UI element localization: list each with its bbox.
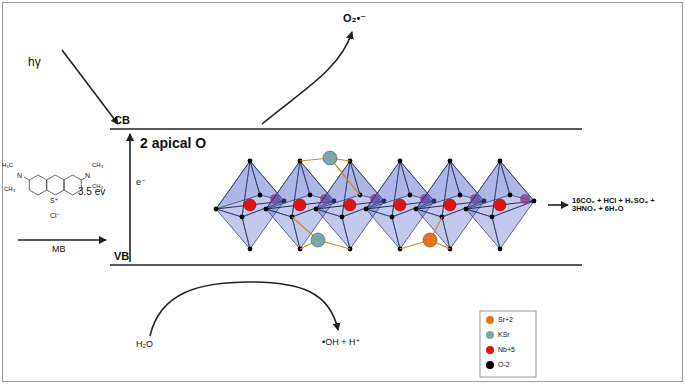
oxygen-atom xyxy=(258,193,263,198)
electron-label: e⁻ xyxy=(136,178,146,188)
water-label: H₂O xyxy=(136,340,153,350)
hydroxyl-label: •OH + H⁺ xyxy=(322,338,360,348)
oxygen-atom xyxy=(214,207,219,212)
light-label: hγ xyxy=(28,56,41,69)
counterion-label: Cl⁻ xyxy=(50,212,60,220)
band-label: CB xyxy=(114,114,130,126)
oxygen-atom xyxy=(532,199,537,204)
niobium-atom-back xyxy=(520,194,530,204)
methyl-label: CH₃ xyxy=(92,183,103,190)
excitation-arrow xyxy=(129,134,131,262)
oxygen-atom xyxy=(498,159,503,164)
potassium-strontium-atom xyxy=(323,151,337,165)
oxygen-atom xyxy=(308,193,313,198)
oxygen-atom xyxy=(248,159,253,164)
oxygen-atom xyxy=(340,215,345,220)
niobium-atom xyxy=(344,199,356,211)
molecule xyxy=(24,175,85,195)
oxygen-atom xyxy=(398,159,403,164)
mb-arrow xyxy=(18,239,106,241)
oxygen-atom xyxy=(408,193,413,198)
methyl-label: CH₃ xyxy=(92,162,103,169)
oxygen-atom xyxy=(448,159,453,164)
oxygen-atom xyxy=(248,247,253,252)
cb-line xyxy=(110,128,582,130)
niobium-atom xyxy=(294,199,306,211)
nitrogen-label: N xyxy=(17,172,22,180)
niobium-atom xyxy=(394,199,406,211)
niobium-atom xyxy=(444,199,456,211)
legend-frame xyxy=(480,311,536,377)
legend-swatch xyxy=(486,331,494,339)
methyl-label: CH₃ xyxy=(4,186,15,193)
vb-line xyxy=(110,264,582,266)
legend-swatch xyxy=(486,346,494,354)
band-label: VB xyxy=(114,250,129,262)
oxygen-atom xyxy=(364,207,369,212)
niobium-atom xyxy=(494,199,506,211)
oxygen-atom xyxy=(264,207,269,212)
dye-label: MB xyxy=(52,245,66,255)
oxygen-atom xyxy=(498,247,503,252)
oxidation-arrow xyxy=(150,282,338,336)
oxygen-atom xyxy=(508,193,513,198)
strontium-atom xyxy=(423,233,437,247)
legend-text: Sr+2 xyxy=(498,316,513,324)
product-arrow xyxy=(548,204,568,206)
legend-swatch xyxy=(486,316,494,324)
legend-swatch xyxy=(486,361,494,369)
apical-label: 2 apical O xyxy=(140,136,206,151)
nitrogen-label: N xyxy=(85,172,90,180)
potassium-strontium-atom xyxy=(311,233,325,247)
oxygen-atom xyxy=(240,215,245,220)
oxygen-atom xyxy=(390,215,395,220)
methyl-label: H₃C xyxy=(2,162,13,169)
sulfur-label: S⁺ xyxy=(50,197,58,205)
crystal-structure xyxy=(214,151,537,251)
oxygen-atom xyxy=(464,207,469,212)
niobium-atom xyxy=(244,199,256,211)
legend-text: KSr xyxy=(498,331,510,339)
products-label: 16CO₂ + HCl + H₂SO₄ + 3HNO₃ + 6H₂O xyxy=(572,197,678,214)
oxygen-atom xyxy=(458,193,463,198)
oxygen-atom xyxy=(490,215,495,220)
reduction-arrow xyxy=(262,32,352,124)
superoxide-label: O₂•⁻ xyxy=(343,12,366,24)
oxygen-atom xyxy=(314,207,319,212)
light-arrow xyxy=(62,50,118,124)
legend-text: Nb+5 xyxy=(498,346,515,354)
oxygen-atom xyxy=(414,207,419,212)
legend-text: O-2 xyxy=(498,361,510,369)
frame xyxy=(3,3,683,382)
